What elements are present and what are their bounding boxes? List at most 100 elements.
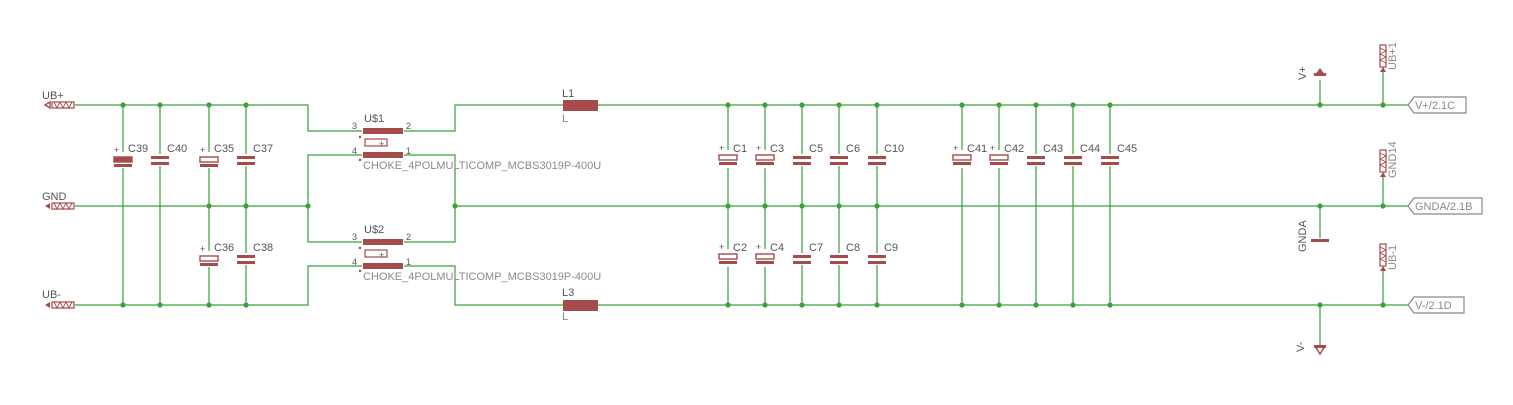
capacitor-c1: + C1: [718, 143, 747, 168]
capacitor-label: C35: [214, 143, 234, 155]
net-label-v-minus: V-/2.1D: [1407, 296, 1465, 314]
capacitor-label: C2: [733, 242, 747, 254]
svg-text:+: +: [756, 242, 761, 252]
choke-pin-3: 3: [352, 121, 357, 131]
capacitor-label: C43: [1043, 143, 1063, 155]
svg-text:+: +: [200, 145, 205, 155]
capacitor-label: C8: [846, 242, 860, 254]
capacitor-label: C1: [733, 143, 747, 155]
inductor-l3: L3 L: [562, 287, 598, 323]
pin-label: UB-1: [1387, 245, 1399, 270]
capacitor-c10: C10: [867, 143, 904, 166]
connector-gnd: GND: [42, 191, 75, 211]
inductor-l1: L1 L: [562, 88, 598, 125]
supply-label: GNDA: [1297, 220, 1309, 252]
capacitor-c37: C37: [236, 143, 273, 166]
capacitor-c7: C7: [792, 242, 823, 265]
svg-text:+: +: [990, 143, 995, 153]
capacitor-c4: + C4: [755, 242, 784, 267]
capacitor-c39: + C39: [113, 143, 148, 168]
capacitor-c5: C5: [792, 143, 823, 166]
choke-u2: + 3 4 2 1 U$2 CHOKE_4POLMULTICOMP_MCBS30…: [352, 224, 601, 283]
capacitor-c40: C40: [150, 143, 187, 166]
pin-gnd14: GND14: [1378, 141, 1399, 178]
connector-ub-plus: UB+: [42, 90, 75, 110]
capacitor-label: C42: [1004, 143, 1024, 155]
capacitor-c9: C9: [867, 242, 898, 265]
supply-v-plus: V+: [1297, 66, 1326, 80]
capacitor-label: C38: [253, 242, 273, 254]
supply-gnda: GNDA: [1297, 220, 1329, 252]
capacitor-c6: C6: [829, 143, 860, 166]
pin-label: GND14: [1387, 141, 1399, 178]
pin-label: UB+1: [1387, 42, 1399, 70]
choke-u1: + 3 4 2 1 U$1 CHOKE_4POLMULTICOMP_MCBS30…: [352, 113, 601, 172]
capacitor-c45: C45: [1100, 143, 1137, 166]
capacitor-label: C45: [1117, 143, 1137, 155]
net-label-text: V-/2.1D: [1415, 300, 1452, 312]
net-label-v-plus: V+/2.1C: [1407, 96, 1467, 114]
inductor-value: L: [562, 113, 568, 125]
inductor-value: L: [562, 311, 568, 323]
capacitor-c44: C44: [1063, 143, 1100, 166]
choke-plus: +: [379, 139, 384, 149]
capacitor-label: C3: [770, 143, 784, 155]
svg-text:+: +: [756, 143, 761, 153]
capacitor-label: C4: [770, 242, 784, 254]
capacitor-c41: + C41: [952, 143, 987, 168]
capacitor-c38: C38: [236, 242, 273, 265]
capacitor-c35: + C35: [199, 143, 234, 168]
choke-name: U$1: [364, 113, 384, 125]
svg-text:+: +: [953, 143, 958, 153]
capacitor-c8: C8: [829, 242, 860, 265]
connector-label: GND: [42, 191, 67, 203]
choke-pin-4: 4: [352, 257, 357, 267]
pin-ub-minus-1: UB-1: [1378, 243, 1399, 271]
capacitor-c2: + C2: [718, 242, 747, 267]
capacitor-label: C6: [846, 143, 860, 155]
choke-pin-1: 1: [406, 257, 411, 267]
supply-label: V-: [1295, 341, 1307, 352]
capacitor-label: C9: [884, 242, 898, 254]
supply-label: V+: [1297, 66, 1309, 80]
connector-label: UB-: [42, 289, 61, 301]
choke-pin-4: 4: [352, 146, 357, 156]
capacitor-label: C39: [128, 143, 148, 155]
pin-ub-plus-1: UB+1: [1378, 42, 1399, 72]
capacitor-label: C40: [167, 143, 187, 155]
svg-text:+: +: [719, 143, 724, 153]
capacitor-label: C44: [1080, 143, 1100, 155]
capacitor-label: C5: [809, 143, 823, 155]
inductor-name: L1: [562, 88, 574, 100]
connector-label: UB+: [42, 90, 64, 102]
choke-pin-3: 3: [352, 232, 357, 242]
capacitor-c43: C43: [1026, 143, 1063, 166]
capacitor-label: C7: [809, 242, 823, 254]
junctions: [120, 102, 1386, 308]
inductor-name: L3: [562, 287, 574, 299]
choke-value: CHOKE_4POLMULTICOMP_MCBS3019P-400U: [363, 271, 601, 283]
choke-pin-2: 2: [406, 121, 411, 131]
capacitor-label: C10: [884, 143, 904, 155]
capacitor-label: C41: [967, 143, 987, 155]
choke-plus: +: [379, 250, 384, 260]
connector-ub-minus: UB-: [42, 289, 75, 310]
supply-v-minus: V-: [1295, 341, 1327, 356]
capacitor-c36: + C36: [199, 242, 234, 267]
net-label-gnda: GNDA/2.1B: [1407, 197, 1483, 215]
capacitor-label: C37: [253, 143, 273, 155]
choke-value: CHOKE_4POLMULTICOMP_MCBS3019P-400U: [363, 160, 601, 172]
net-label-text: V+/2.1C: [1415, 100, 1455, 112]
net-label-text: GNDA/2.1B: [1415, 201, 1472, 213]
capacitor-c3: + C3: [755, 143, 784, 168]
choke-pin-2: 2: [406, 232, 411, 242]
svg-text:+: +: [114, 145, 119, 155]
choke-pin-1: 1: [406, 146, 411, 156]
wires: [75, 70, 1408, 345]
svg-text:+: +: [719, 242, 724, 252]
choke-name: U$2: [364, 224, 384, 236]
svg-text:+: +: [200, 244, 205, 254]
capacitor-c42: + C42: [989, 143, 1024, 168]
capacitor-label: C36: [214, 242, 234, 254]
